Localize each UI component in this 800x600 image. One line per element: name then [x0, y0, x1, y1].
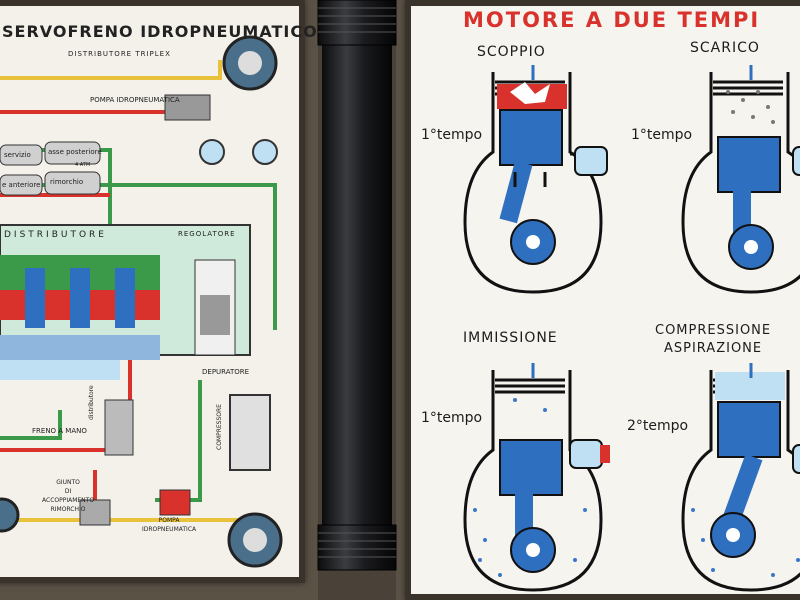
label-pompa-bottom: POMPA IDROPNEUMATICA	[142, 517, 197, 533]
label-asse-posteriore: asse posteriore	[48, 148, 102, 156]
engine-compressione-illustration	[681, 363, 800, 592]
tempo-label-immissione: 1°tempo	[421, 410, 483, 426]
label-freno-a-mano: FRENO A MANO	[32, 427, 87, 435]
label-distributore: DISTRIBUTORE	[4, 230, 107, 240]
label-servizio: servizio	[4, 151, 31, 159]
engine-scoppio-illustration	[463, 65, 608, 294]
label-compressore: COMPRESSORE	[216, 404, 223, 450]
label-rimorchio: rimorchio	[50, 178, 84, 186]
label-pompa-top: POMPA IDROPNEUMATICA	[90, 96, 180, 104]
poster-title-engine: MOTORE A DUE TEMPI	[463, 8, 761, 32]
label-giunto: GIUNTO DI ACCOPPIAMENTO RIMORCHIO	[42, 479, 95, 513]
panel-label-immissione: IMMISSIONE	[463, 330, 558, 346]
tempo-label-scoppio: 1°tempo	[421, 127, 483, 143]
panel-label-scoppio: SCOPPIO	[477, 44, 546, 60]
panel-label-compressione: COMPRESSIONE ASPIRAZIONE	[655, 323, 772, 356]
poster-subtitle: DISTRIBUTORE TRIPLEX	[68, 50, 171, 58]
label-distributore-small: distributore	[88, 385, 95, 420]
label-atm: 4 ATM	[75, 162, 91, 168]
label-regolatore: REGOLATORE	[178, 230, 236, 238]
tempo-label-scarico: 1°tempo	[631, 127, 693, 143]
engine-immissione-illustration	[463, 363, 610, 592]
servofreno-poster: SERVOFRENO IDROPNEUMATICO DISTRIBUTORE T…	[0, 0, 317, 583]
engine-scarico-illustration	[681, 65, 800, 294]
label-depuratore: DEPURATORE	[202, 368, 250, 376]
brake-diagram	[0, 35, 283, 568]
label-asse-anteriore: e anteriore	[2, 181, 41, 189]
two-stroke-engine-poster: MOTORE A DUE TEMPI SCOPPIO SCARICO IMMIS…	[405, 0, 800, 600]
poster-title: SERVOFRENO IDROPNEUMATICO	[2, 22, 318, 41]
black-tube	[317, 0, 397, 600]
panel-label-scarico: SCARICO	[690, 40, 760, 56]
tempo-label-compressione: 2°tempo	[627, 418, 689, 434]
